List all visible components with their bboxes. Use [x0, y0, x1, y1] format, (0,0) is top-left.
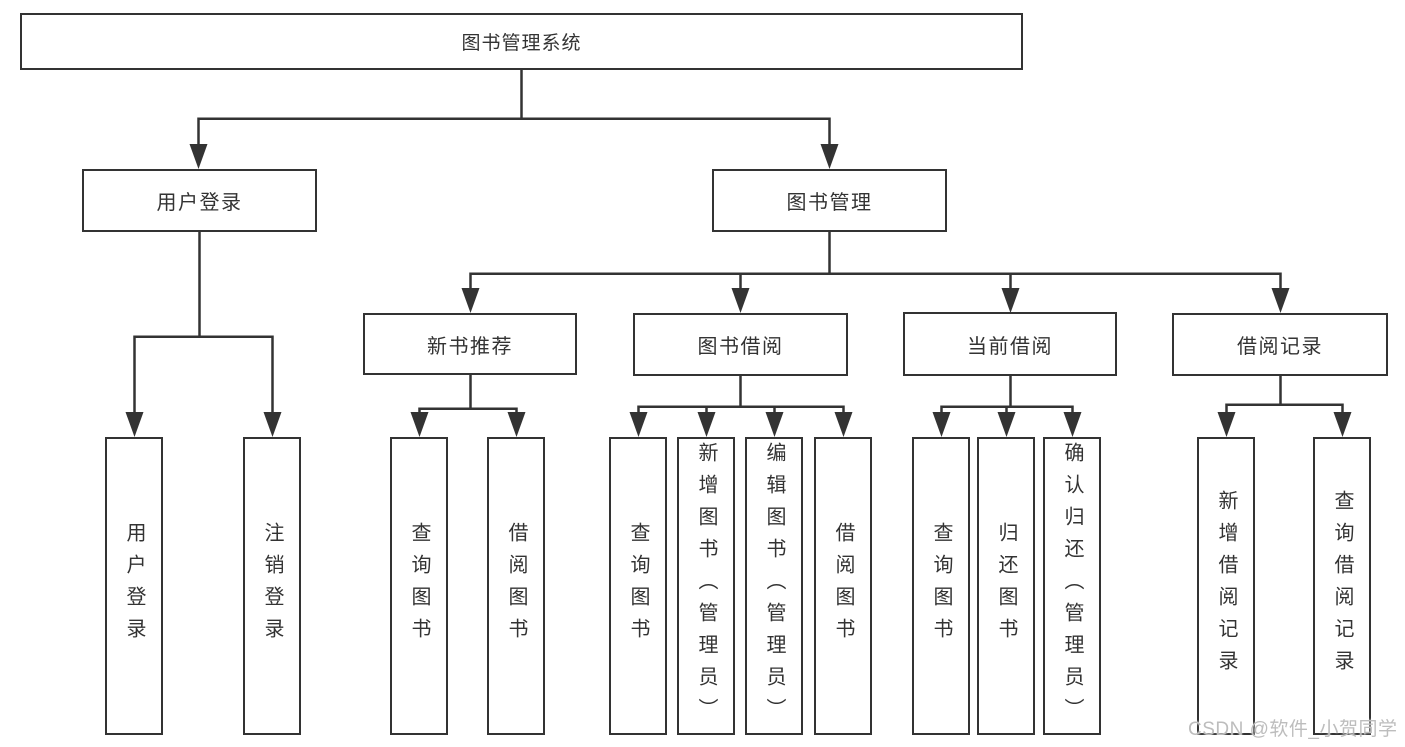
leaf-return-book-label: 归还图书: [995, 522, 1017, 650]
leaf-borrow-book-recommend: 借阅图书: [487, 437, 545, 735]
node-user-login: 用户登录: [82, 169, 317, 232]
leaf-add-borrow-record-label: 新增借阅记录: [1215, 490, 1237, 682]
leaf-query-borrow-record: 查询借阅记录: [1313, 437, 1371, 735]
node-book-borrow-label: 图书借阅: [697, 336, 784, 358]
node-borrow-record-label: 借阅记录: [1237, 336, 1323, 358]
leaf-query-borrow-record-label: 查询借阅记录: [1331, 490, 1353, 682]
csdn-watermark: CSDN @软件_小贺同学: [1188, 719, 1398, 740]
leaf-add-book-admin-label: 新增图书（管理员）: [695, 442, 717, 730]
node-new-book-recommend: 新书推荐: [363, 313, 577, 375]
node-new-book-recommend-label: 新书推荐: [427, 335, 513, 358]
node-root-system: 图书管理系统: [20, 13, 1023, 70]
node-current-borrow-label: 当前借阅: [967, 335, 1053, 358]
node-root-label: 图书管理系统: [461, 33, 582, 54]
leaf-edit-book-admin: 编辑图书（管理员）: [745, 437, 803, 735]
leaf-borrow-book: 借阅图书: [814, 437, 872, 735]
leaf-borrow-book-recommend-label: 借阅图书: [505, 522, 527, 650]
node-user-login-label: 用户登录: [156, 192, 243, 214]
leaf-add-borrow-record: 新增借阅记录: [1197, 437, 1255, 735]
node-book-management-label: 图书管理: [786, 192, 873, 214]
arrowheads: [125, 144, 1352, 437]
leaf-query-book-recommend-label: 查询图书: [408, 522, 430, 650]
leaf-query-book-current: 查询图书: [912, 437, 970, 735]
leaf-confirm-return-admin: 确认归还（管理员）: [1043, 437, 1101, 735]
leaf-logout: 注销登录: [243, 437, 301, 735]
leaf-user-login: 用户登录: [105, 437, 163, 735]
node-book-borrow: 图书借阅: [633, 313, 848, 376]
node-current-borrow: 当前借阅: [903, 312, 1117, 376]
leaf-logout-label: 注销登录: [261, 522, 283, 650]
node-book-management: 图书管理: [712, 169, 947, 232]
leaf-user-login-label: 用户登录: [123, 522, 145, 650]
leaf-query-book-current-label: 查询图书: [930, 522, 952, 650]
leaf-add-book-admin: 新增图书（管理员）: [677, 437, 735, 735]
leaf-query-book-borrow: 查询图书: [609, 437, 667, 735]
leaf-confirm-return-admin-label: 确认归还（管理员）: [1061, 442, 1083, 730]
leaf-borrow-book-label: 借阅图书: [832, 522, 854, 650]
leaf-query-book-recommend: 查询图书: [390, 437, 448, 735]
leaf-edit-book-admin-label: 编辑图书（管理员）: [763, 442, 785, 730]
node-borrow-record: 借阅记录: [1172, 313, 1388, 376]
leaf-return-book: 归还图书: [977, 437, 1035, 735]
leaf-query-book-borrow-label: 查询图书: [627, 522, 649, 650]
